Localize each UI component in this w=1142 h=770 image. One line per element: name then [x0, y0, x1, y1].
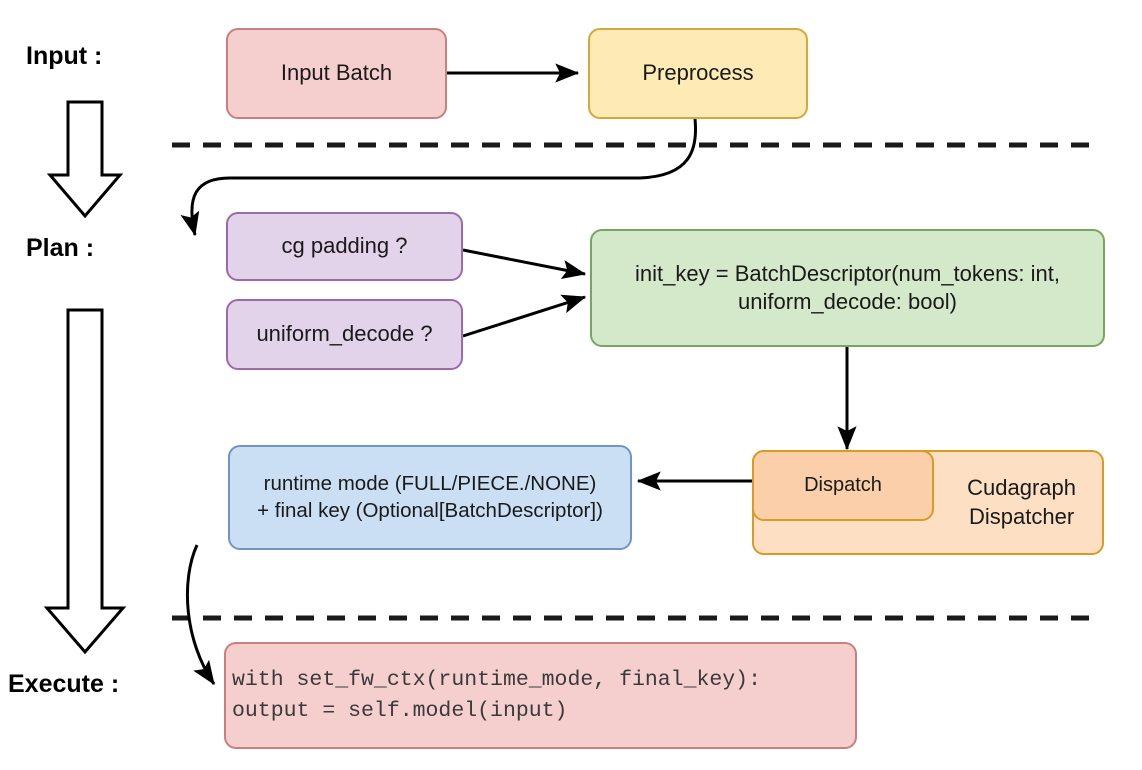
input-to-plan-arrow: [46, 100, 124, 219]
edge-cg-padding-to-init-key: [462, 248, 587, 280]
plan-to-execute-arrow: [43, 308, 127, 655]
node-exec-code[interactable]: with set_fw_ctx(runtime_mode, final_key)…: [224, 642, 857, 749]
stage-label-input: Input :: [26, 42, 103, 70]
node-cg-padding[interactable]: cg padding ?: [226, 212, 463, 281]
node-uniform-decode[interactable]: uniform_decode ?: [226, 299, 463, 370]
stage-label-execute: Execute :: [8, 670, 120, 698]
node-input-batch[interactable]: Input Batch: [226, 28, 447, 119]
node-preprocess[interactable]: Preprocess: [588, 28, 808, 119]
node-dispatch[interactable]: Dispatch: [752, 450, 934, 521]
edge-runtime-mode-to-exec: [185, 544, 216, 685]
edge-uniform-decode-to-init-key: [462, 294, 587, 338]
node-init-key[interactable]: init_key = BatchDescriptor(num_tokens: i…: [590, 229, 1105, 347]
stage-label-plan: Plan :: [26, 234, 95, 262]
node-runtime-mode[interactable]: runtime mode (FULL/PIECE./NONE) + final …: [228, 445, 632, 550]
